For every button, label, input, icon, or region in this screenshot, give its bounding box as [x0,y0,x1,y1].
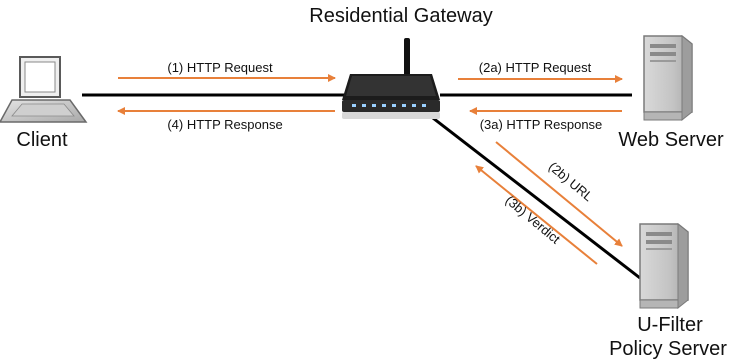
label-http-request-1: (1) HTTP Request [167,60,273,75]
web-server-label: Web Server [618,129,724,151]
server-tower-icon [639,222,689,310]
label-http-response-3a: (3a) HTTP Response [480,117,603,132]
policy-server-label-line2: Policy Server [609,338,727,360]
server-tower-icon [643,34,693,122]
label-verdict-3b: (3b) Verdict [503,192,564,246]
label-http-request-2a: (2a) HTTP Request [479,60,592,75]
policy-server-label-line1: U-Filter [637,314,703,336]
arrow-verdict-3b [475,165,598,265]
label-url-2b: (2b) URL [546,159,596,204]
router-icon [342,38,440,119]
gateway-label: Residential Gateway [309,5,492,27]
arrow-url-2b [495,141,623,247]
link-gateway-policyserver [419,106,641,280]
label-http-response-4: (4) HTTP Response [167,117,282,132]
laptop-icon [0,56,88,123]
client-label: Client [16,129,68,151]
